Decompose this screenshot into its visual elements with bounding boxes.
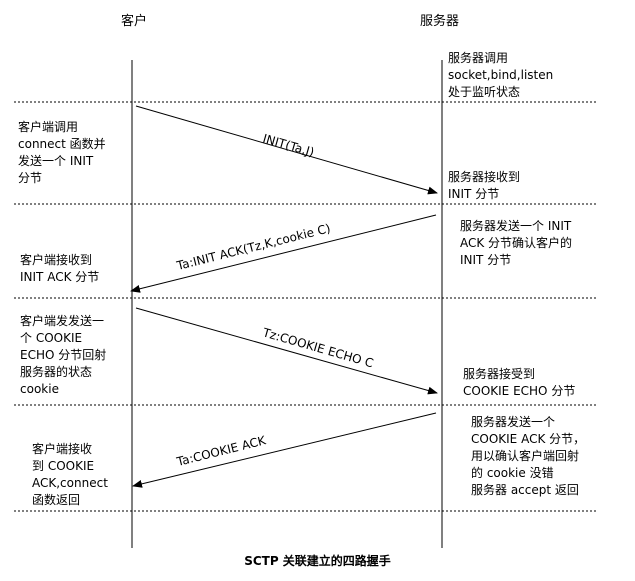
init-ack-arrow (130, 214, 437, 293)
diagram-caption: SCTP 关联建立的四路握手 (244, 554, 391, 568)
server-cookie-echo-note: 服务器接受到 COOKIE ECHO 分节 (463, 367, 576, 398)
server-header: 服务器 (420, 14, 460, 29)
server-listen-note: 服务器调用 socket,bind,listen 处于监听状态 (448, 51, 554, 99)
cookie-ack-arrow (132, 412, 437, 488)
client-init-note: 客户端调用 connect 函数并 发送一个 INIT 分节 (18, 120, 106, 185)
client-cookie-echo-note: 客户端发发送一 个 COOKIE ECHO 分节回射 服务器的状态 cookie (20, 314, 107, 396)
server-init-note: 服务器接收到 INIT 分节 (448, 170, 521, 201)
cookie-ack-arrow-label: Ta:COOKIE ACK (174, 433, 268, 469)
server-init-ack-note: 服务器发送一个 INIT ACK 分节确认客户的 INIT 分节 (460, 219, 573, 267)
init-arrow-label: INIT(Ta,J) (261, 131, 316, 159)
client-init-ack-note: 客户端接收到 INIT ACK 分节 (20, 253, 100, 284)
client-header: 客户 (121, 14, 148, 29)
client-cookie-ack-note: 客户端接收 到 COOKIE ACK,connect 函数返回 (32, 442, 108, 507)
init-arrow (135, 105, 438, 195)
server-cookie-ack-note: 服务器发送一个 COOKIE ACK 分节， 用以确认客户端回射 的 cooki… (471, 415, 586, 497)
cookie-echo-arrow (135, 307, 438, 395)
